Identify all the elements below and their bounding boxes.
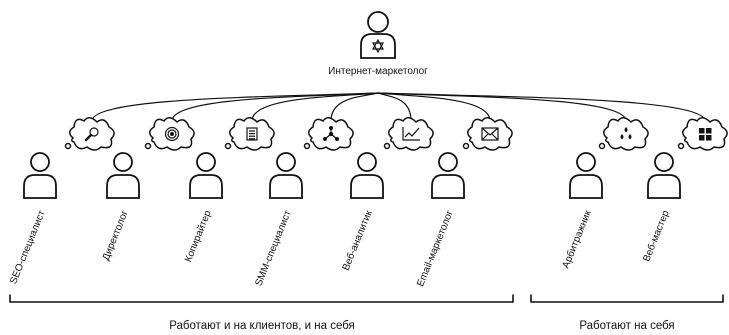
thought-cloud (224, 117, 275, 151)
thought-cloud (64, 117, 115, 151)
thought-cloud (144, 117, 195, 151)
thought-cloud (303, 117, 354, 151)
group-bracket-self (530, 294, 724, 303)
thought-bubble-dot (144, 142, 152, 150)
role-person (106, 152, 140, 199)
thought-cloud (598, 117, 649, 151)
thought-bubble-dot (64, 142, 72, 150)
thought-cloud (677, 117, 728, 151)
connector-line (251, 92, 379, 122)
thought-clouds (64, 117, 728, 151)
connector-line (377, 92, 627, 122)
role-label: Email-маркетолог (415, 209, 456, 289)
thought-cloud (383, 117, 434, 151)
role-person (23, 152, 57, 199)
role-person (189, 152, 223, 199)
role-persons (23, 152, 681, 199)
thought-bubble-dot (462, 142, 470, 150)
thought-bubble-dot (383, 142, 391, 150)
network-icon (323, 126, 339, 141)
grid-icon (699, 128, 712, 141)
thought-bubble-dot (598, 142, 606, 150)
connector-line (377, 92, 706, 122)
role-label: Арбитражник (560, 208, 594, 270)
connector-lines (91, 92, 706, 122)
role-label: SEO-специалист (8, 209, 48, 286)
line-chart-icon (402, 127, 420, 141)
thought-bubble-dot (224, 142, 232, 150)
role-person (431, 152, 465, 199)
role-label: Директолог (101, 209, 131, 263)
person-with-star-icon (371, 38, 385, 54)
thought-bubble-dot (677, 142, 685, 150)
connector-line (330, 92, 379, 122)
envelope-icon (481, 127, 499, 141)
drops-icon (620, 127, 632, 140)
central-title: Интернет-маркетолог (328, 66, 428, 77)
role-label: Веб-мастер (640, 208, 672, 263)
connector-line (377, 92, 491, 122)
group-bracket-both (9, 294, 514, 303)
connector-line (377, 92, 412, 122)
role-person (647, 152, 681, 199)
central-person (360, 11, 396, 59)
thought-cloud (462, 117, 513, 151)
role-labels: SEO-специалист Директолог Копирайтер SMM-сп… (8, 208, 672, 288)
connector-line (171, 92, 379, 122)
role-person (350, 152, 384, 199)
role-label: SMM-специалист (253, 209, 294, 288)
role-person (269, 152, 303, 199)
role-person (569, 152, 603, 199)
role-label: Копирайтер (183, 209, 214, 264)
group-label-self: Работают на себя (579, 320, 674, 332)
document-icon (246, 127, 258, 141)
role-label: Веб-аналитик (340, 208, 375, 272)
connector-line (91, 92, 379, 122)
magnifier-icon (84, 127, 99, 142)
target-icon (164, 126, 180, 142)
thought-bubble-dot (303, 142, 311, 150)
group-label-both: Работают и на клиентов, и на себя (169, 320, 355, 332)
